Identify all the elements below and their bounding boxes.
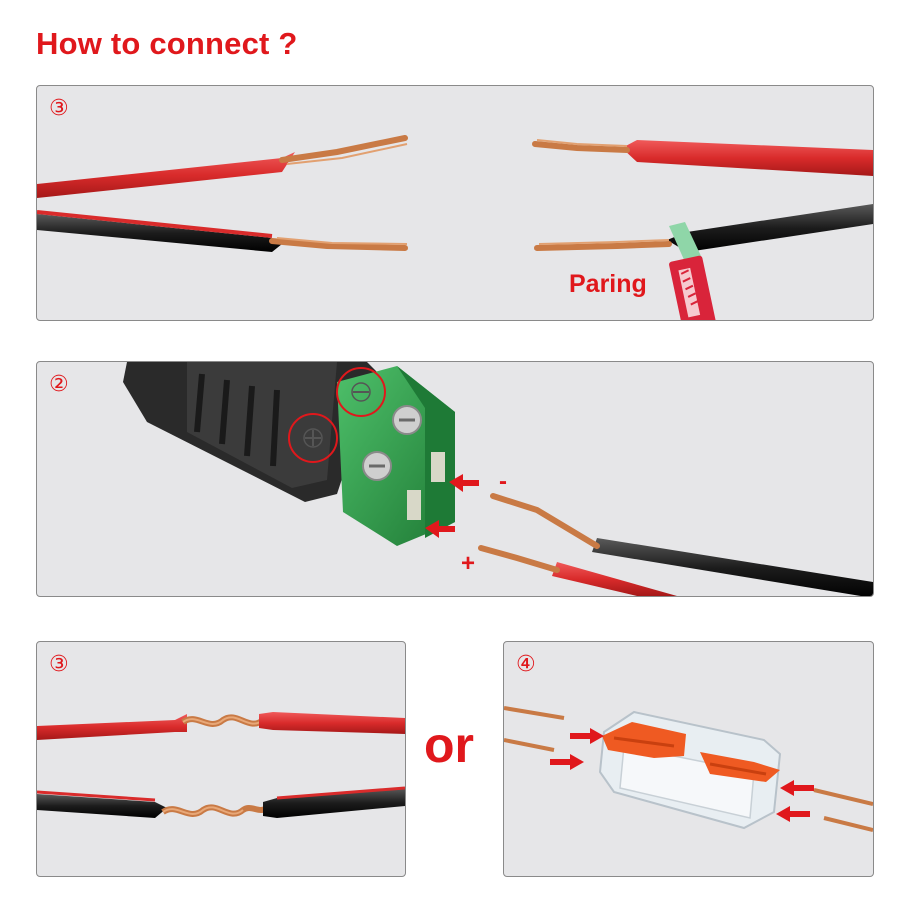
red-wire <box>552 562 677 596</box>
panel-twisted-wires: ③ <box>36 641 406 877</box>
minus-label: - <box>499 468 507 495</box>
red-arrow-icon <box>780 780 814 796</box>
step-number: ③ <box>49 652 69 677</box>
page-title: How to connect ? <box>36 26 298 61</box>
copper-strand-red <box>478 545 560 573</box>
dc-plug-body <box>123 362 377 502</box>
plus-symbol-icon <box>288 413 338 463</box>
panel-dc-terminal: ② - + <box>36 361 874 597</box>
copper-wire-right-bottom <box>823 816 873 832</box>
copper-strand-right-bottom <box>534 241 672 251</box>
orange-lever-left <box>602 722 686 758</box>
plus-label: + <box>461 550 476 577</box>
lever-connector-illustration <box>504 706 873 832</box>
or-separator: or <box>424 717 474 773</box>
dc-terminal-illustration <box>123 362 873 596</box>
copper-strand-black <box>490 493 600 549</box>
panel-strip-wires: ③ Paring <box>36 85 874 321</box>
step-number: ④ <box>516 652 536 677</box>
copper-strand-left-bottom <box>269 238 408 251</box>
minus-symbol-icon <box>336 367 386 417</box>
black-wire <box>592 538 873 596</box>
orange-lever-right <box>700 752 780 782</box>
panel-lever-connector: ④ <box>503 641 874 877</box>
red-wire-left <box>37 714 187 740</box>
red-wire-right <box>622 140 873 176</box>
lever-connector-body <box>598 710 782 830</box>
step-number: ② <box>49 372 69 397</box>
black-wire-left <box>37 214 282 252</box>
utility-knife-icon <box>669 222 716 320</box>
red-arrow-icon <box>776 806 810 822</box>
copper-strand-left-top <box>279 135 408 163</box>
paring-label: Paring <box>569 270 647 298</box>
copper-wire-right-top <box>813 788 873 806</box>
twisted-wires-illustration <box>37 712 405 818</box>
red-arrow-icon <box>570 728 604 744</box>
black-wire-right <box>263 788 405 818</box>
copper-wire-left-bottom <box>504 738 555 752</box>
black-wire-left <box>37 794 167 818</box>
red-wire-right <box>259 712 405 734</box>
copper-wire-left-top <box>504 706 565 720</box>
black-wire-right <box>667 204 873 252</box>
red-arrow-icon <box>449 474 479 492</box>
red-wire-left <box>37 152 295 198</box>
red-arrow-icon <box>425 520 455 538</box>
copper-strand-right-top <box>532 141 630 153</box>
green-terminal-block <box>337 366 455 546</box>
red-arrow-icon <box>550 754 584 770</box>
strip-wires-illustration <box>37 135 873 320</box>
step-number: ③ <box>49 96 69 121</box>
